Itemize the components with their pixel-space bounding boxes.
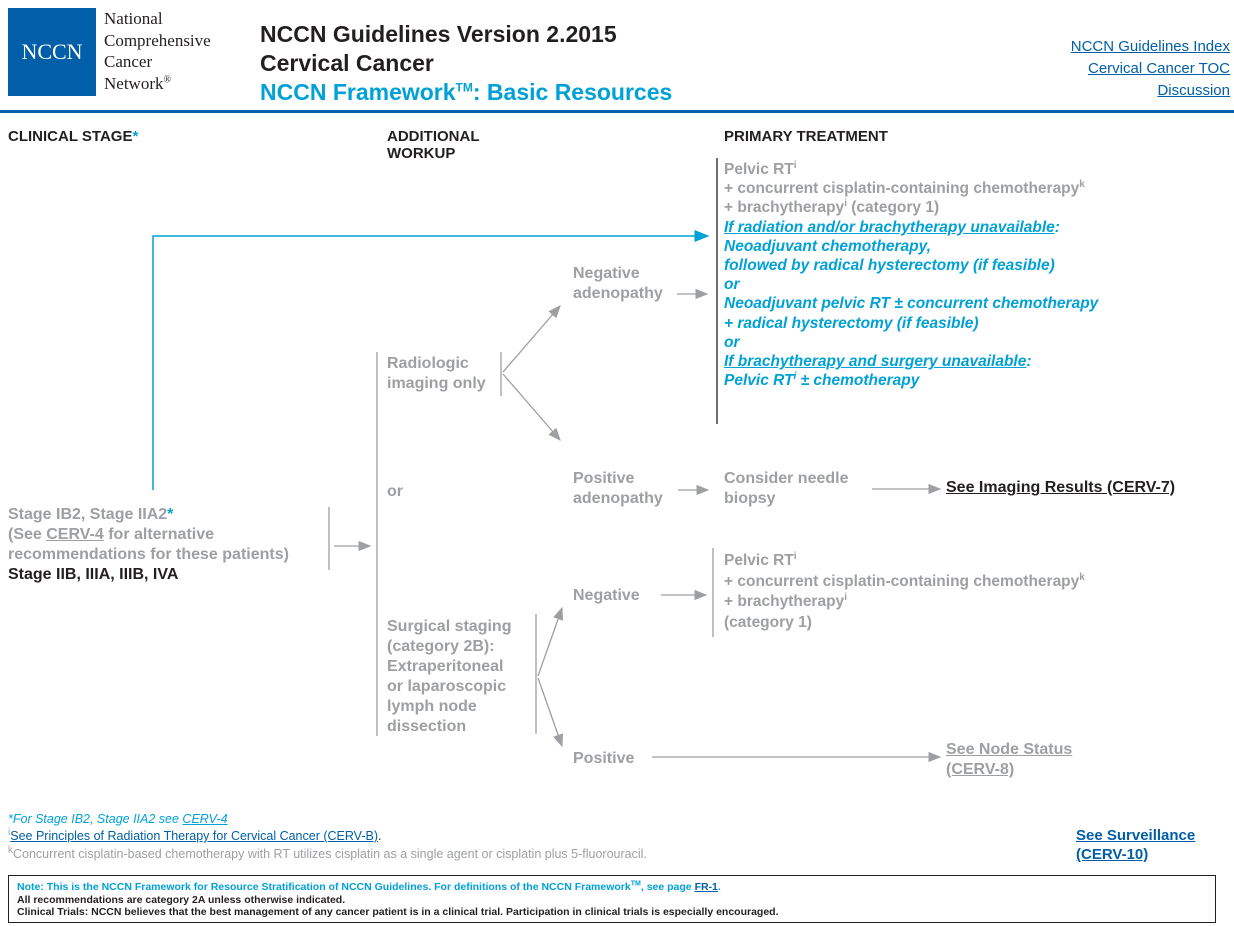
treat-or-1: or xyxy=(724,276,740,294)
treat-unavailable-2: If brachytherapy and surgery unavailable… xyxy=(724,353,1032,371)
title-version: NCCN Guidelines Version 2.2015 xyxy=(260,21,617,47)
clinical-stage-node: Stage IB2, Stage IIA2* (See CERV-4 for a… xyxy=(8,505,289,585)
treat-brachy: + brachytherapyi (category 1) xyxy=(724,198,940,217)
heading-primary-treatment: PRIMARY TREATMENT xyxy=(724,128,888,145)
surveillance-link[interactable]: See Surveillance(CERV-10) xyxy=(1076,827,1196,863)
note-framework: Note: This is the NCCN Framework for Res… xyxy=(17,880,721,894)
treat-or-2: or xyxy=(724,333,740,351)
stage-see-cerv4: (See CERV-4 for alternative xyxy=(8,526,215,543)
mid-category: (category 1) xyxy=(724,613,812,631)
footnote-k: kConcurrent cisplatin-based chemotherapy… xyxy=(8,844,647,861)
note-box: Note: This is the NCCN Framework for Res… xyxy=(8,875,1216,923)
node-status-link[interactable]: See Node Status(CERV-8) xyxy=(946,741,1073,778)
mid-chemo: + concurrent cisplatin-containing chemot… xyxy=(724,571,1085,590)
treat-chemo: + concurrent cisplatin-containing chemot… xyxy=(724,179,1085,198)
fr1-link[interactable]: FR-1 xyxy=(694,881,718,893)
logo-line: Comprehensive xyxy=(104,30,211,50)
stage-recommendations: recommendations for these patients) xyxy=(8,546,289,563)
brachy-surgery-unavailable-link[interactable]: If brachytherapy and surgery unavailable xyxy=(724,353,1027,371)
surgical-down-arrow xyxy=(537,677,564,748)
logo-wordmark: National Comprehensive Cancer Network® xyxy=(104,8,211,94)
heading-clinical-stage: CLINICAL STAGE* xyxy=(8,128,139,145)
treat-neoadjuvant-rt: Neoadjuvant pelvic RT ± concurrent chemo… xyxy=(724,295,1099,313)
cyan-bypass-arrow xyxy=(152,230,710,490)
footnote-star: *For Stage IB2, Stage IIA2 see CERV-4 xyxy=(8,812,228,826)
discussion-link[interactable]: Discussion xyxy=(1157,82,1230,99)
footnote-i: iSee Principles of Radiation Therapy for… xyxy=(8,826,382,843)
or-label: or xyxy=(387,483,403,500)
radiologic-up-arrow xyxy=(502,305,561,373)
surgical-negative-node: Negative xyxy=(573,587,640,604)
radiologic-down-arrow xyxy=(502,373,561,441)
surgical-staging-node: Surgical staging(category 2B):Extraperit… xyxy=(387,618,512,735)
treat-neoadjuvant-chemo: Neoadjuvant chemotherapy, xyxy=(724,237,932,255)
toc-link[interactable]: Cervical Cancer TOC xyxy=(1088,60,1230,77)
treatment-top-block: Pelvic RTi + concurrent cisplatin-contai… xyxy=(724,160,1098,390)
logo-line: National xyxy=(104,9,163,28)
footnote-cerv4-link[interactable]: CERV-4 xyxy=(182,812,228,826)
surgical-up-arrow xyxy=(537,606,564,677)
treat-hysterectomy: followed by radical hysterectomy (if fea… xyxy=(724,257,1055,275)
note-clinical-trials: Clinical Trials: NCCN believes that the … xyxy=(17,906,779,918)
mid-pelvic-rt: Pelvic RTi xyxy=(724,550,797,569)
page-title: NCCN Guidelines Version 2.2015 Cervical … xyxy=(260,20,672,107)
imaging-results-link[interactable]: See Imaging Results (CERV-7) xyxy=(946,479,1176,496)
radiation-principles-link[interactable]: See Principles of Radiation Therapy for … xyxy=(10,829,378,843)
header-divider xyxy=(0,110,1234,113)
treat-unavailable-1: If radiation and/or brachytherapy unavai… xyxy=(724,218,1060,236)
note-category: All recommendations are category 2A unle… xyxy=(17,893,346,906)
cerv4-link[interactable]: CERV-4 xyxy=(46,526,104,543)
nccn-logo: NCCN xyxy=(8,8,96,96)
title-framework: NCCN FrameworkTM: Basic Resources xyxy=(260,79,673,105)
treat-radical-hysterectomy: + radical hysterectomy (if feasible) xyxy=(724,314,979,332)
stage-ib2: Stage IB2, Stage IIA2* xyxy=(8,506,174,523)
title-cancer: Cervical Cancer xyxy=(260,50,434,76)
treatment-mid-block: Pelvic RTi + concurrent cisplatin-contai… xyxy=(724,551,1085,633)
treat-pelvic-rt-chemo: Pelvic RTi ± chemotherapy xyxy=(724,371,920,390)
surgical-positive-node: Positive xyxy=(573,750,635,767)
guidelines-index-link[interactable]: NCCN Guidelines Index xyxy=(1070,38,1230,55)
stage-iib: Stage IIB, IIIA, IIIB, IVA xyxy=(8,566,179,583)
mid-brachy: + brachytherapyi xyxy=(724,591,847,610)
logo-line: Cancer xyxy=(104,52,153,71)
logo-line: Network® xyxy=(104,73,172,93)
radiation-unavailable-link[interactable]: If radiation and/or brachytherapy unavai… xyxy=(724,218,1055,236)
logo-abbrev: NCCN xyxy=(21,39,83,64)
treat-pelvic-rt: Pelvic RTi xyxy=(724,159,797,178)
